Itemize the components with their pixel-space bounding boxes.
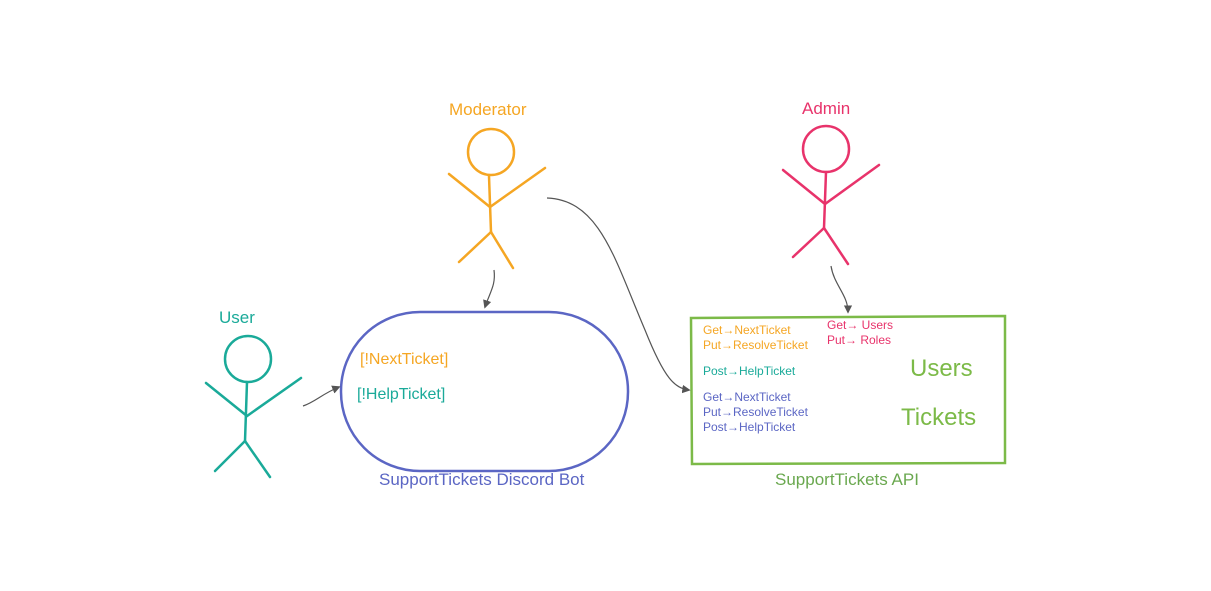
api-resource-users: Users <box>910 355 973 382</box>
api-admin-endpoint: Put→ Roles <box>827 333 892 347</box>
api-box-shape <box>689 314 1007 466</box>
user-figure-icon <box>204 334 303 479</box>
user-label: User <box>219 308 255 327</box>
api-moderator-endpoint: Put→ResolveTicket <box>703 338 808 352</box>
admin-label: Admin <box>802 99 851 118</box>
admin-figure-icon <box>781 124 881 266</box>
api-admin-endpoint: Get→ Users <box>827 318 894 332</box>
api-resource-tickets: Tickets <box>901 404 977 431</box>
moderator-figure-icon <box>447 127 547 270</box>
api-moderator-endpoint: Get→NextTicket <box>703 323 791 337</box>
moderator-to-bot-connector <box>483 269 495 309</box>
admin-to-api-connector <box>830 265 853 314</box>
api-bot-endpoint: Put→ResolveTicket <box>703 405 808 419</box>
moderator-label: Moderator <box>449 100 527 119</box>
api-bot-endpoint: Get→NextTicket <box>703 390 791 404</box>
discord-bot-label: SupportTickets Discord Bot <box>379 470 585 489</box>
api-user-endpoint: Post→HelpTicket <box>703 364 796 378</box>
bot-command-next-ticket: [!NextTicket] <box>360 351 449 368</box>
api-label: SupportTickets API <box>775 470 919 489</box>
bot-command-help-ticket: [!HelpTicket] <box>357 386 446 403</box>
api-bot-endpoint: Post→HelpTicket <box>703 420 796 434</box>
moderator-to-api-connector <box>546 197 691 394</box>
discord-bot-shape <box>339 310 630 473</box>
user-to-bot-connector <box>302 385 341 407</box>
